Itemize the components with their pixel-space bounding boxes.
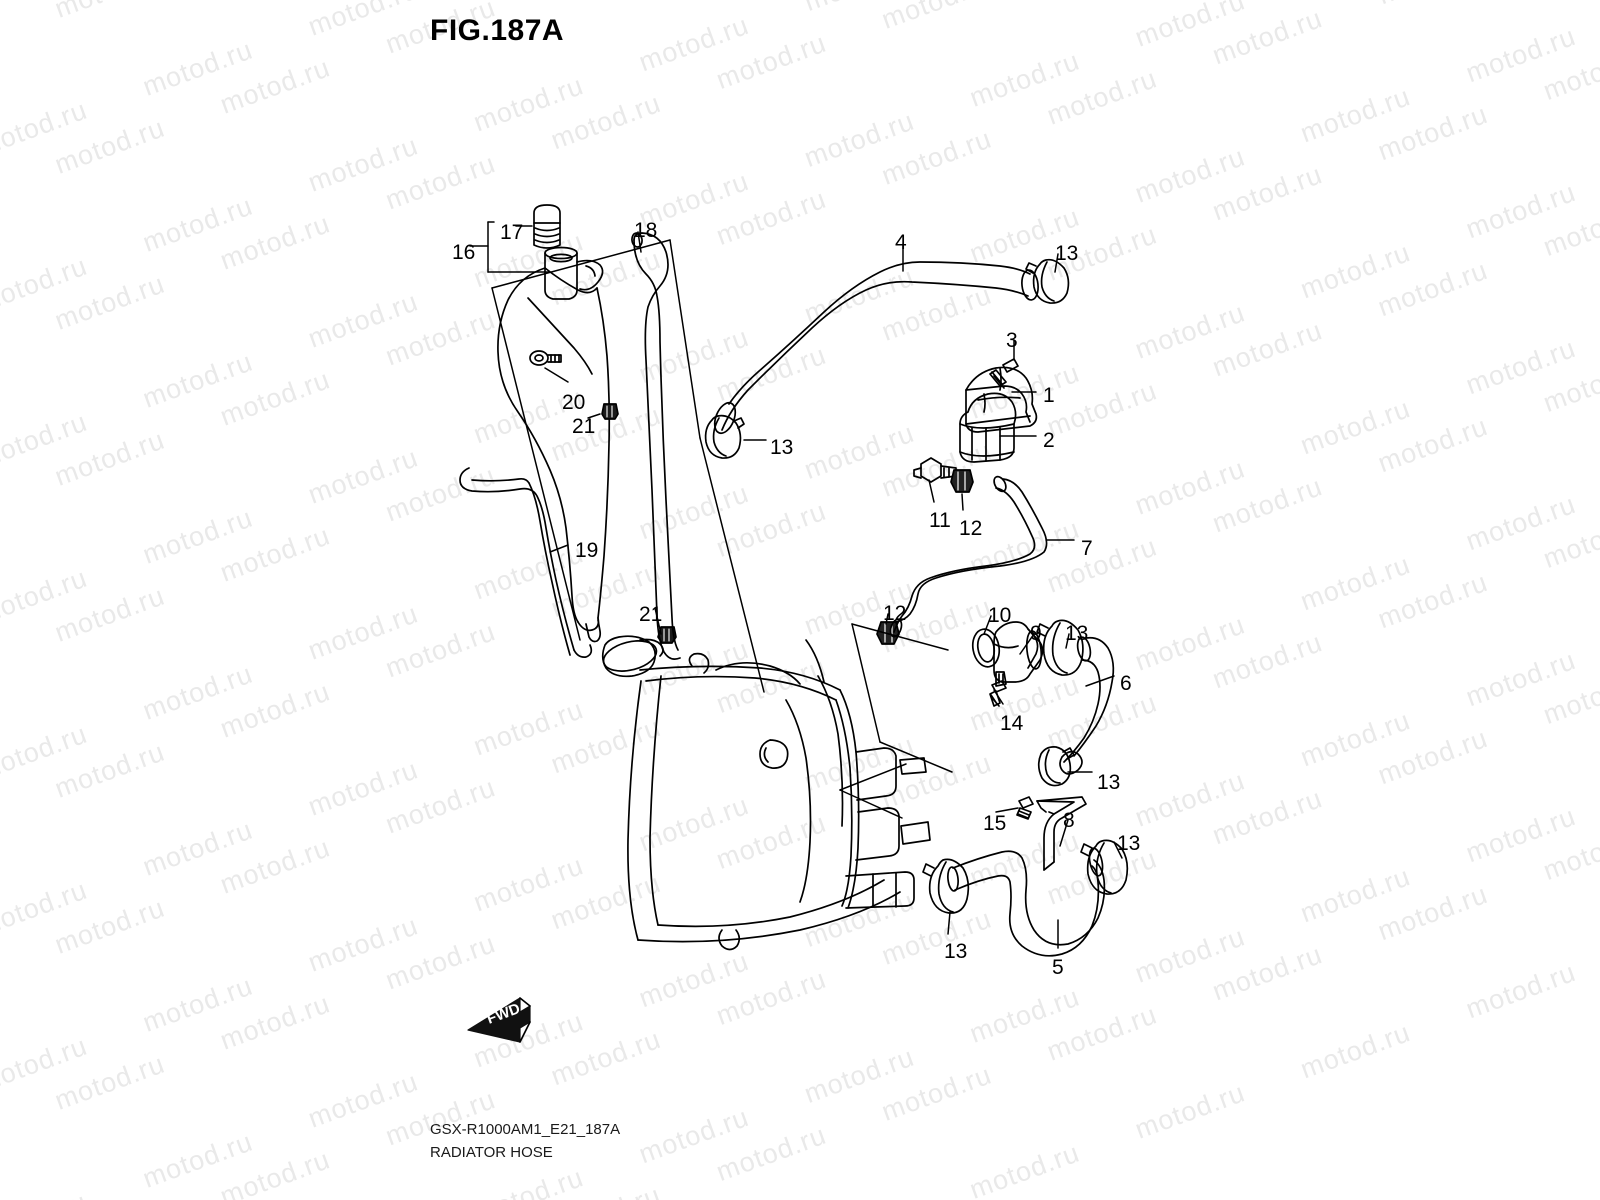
radiator-inlet-hose <box>713 261 1039 435</box>
callout-hose-clamp-small: 21 <box>639 603 663 626</box>
callout-hose-clamp-small: 21 <box>572 415 596 438</box>
callout-hose-clamp: 13 <box>1055 242 1079 265</box>
callout-thermostat-bolt: 3 <box>1006 329 1018 352</box>
leader-lines <box>469 221 1123 949</box>
thermostat-bolt <box>989 358 1019 389</box>
figure-title: FIG.187A <box>430 14 565 47</box>
reservoir-hose <box>631 232 681 660</box>
callout-water-pipe-joint: 9 <box>1030 622 1042 645</box>
callout-hose-clamp: 13 <box>944 940 968 963</box>
callout-hose-bracket: 8 <box>1063 809 1075 832</box>
hose-clamp-small-lower <box>657 626 677 644</box>
callout-hose-clamp: 13 <box>1065 622 1089 645</box>
part-code: GSX-R1000AM1_E21_187A <box>430 1121 621 1138</box>
bracket-bolt <box>1016 796 1034 820</box>
callout-union-fitting: 11 <box>929 509 951 532</box>
bypass-hose <box>889 475 1048 638</box>
callout-bracket-bolt: 15 <box>983 812 1007 835</box>
assembly-name: RADIATOR HOSE <box>430 1144 553 1162</box>
thermostat-cover <box>965 366 1038 433</box>
radiator-outlet-hose <box>947 847 1106 957</box>
thermostat <box>959 392 1017 463</box>
figure-caption: GSX-R1000AM1_E21_187A RADIATOR HOSE <box>430 1118 620 1165</box>
callout-hose-clip-small: 12 <box>883 602 907 625</box>
hose-clamp-13a <box>1025 258 1070 304</box>
callout-hose-clamp: 13 <box>1117 832 1141 855</box>
callout-reservoir-cap: 17 <box>500 221 524 244</box>
callout-radiator-inlet-hose: 4 <box>895 231 907 254</box>
union-fitting <box>913 457 957 483</box>
callout-hose-clip-small: 12 <box>959 517 983 540</box>
callout-hose-clamp: 13 <box>770 436 794 459</box>
reservoir-bolt <box>529 350 562 366</box>
callout-joint-bolt: 14 <box>1000 712 1024 735</box>
water-pump-hose <box>1059 636 1115 775</box>
callout-reservoir-hose: 18 <box>634 219 658 242</box>
radiator <box>601 635 931 951</box>
hose-clamp-13c <box>1036 619 1084 676</box>
hose-bracket <box>1036 796 1087 871</box>
callout-bypass-hose: 7 <box>1081 537 1093 560</box>
callout-hose-clamp: 13 <box>1097 771 1121 794</box>
overflow-hose <box>459 467 593 658</box>
hose-clamp-13d <box>1037 746 1075 787</box>
callout-water-pump-hose: 6 <box>1120 672 1132 695</box>
callout-reservoir-tank-assembly: 16 <box>452 241 476 264</box>
callout-radiator-outlet-hose: 5 <box>1052 956 1064 979</box>
callout-thermostat: 2 <box>1043 429 1055 452</box>
hose-clamp-13f <box>922 858 970 914</box>
reservoir-tank <box>497 246 611 643</box>
fwd-arrow <box>467 997 531 1043</box>
hose-clip-upper <box>950 469 974 493</box>
callout-thermostat-cover: 1 <box>1043 384 1055 407</box>
hose-clamp-small-upper <box>601 403 619 420</box>
o-ring <box>971 628 1001 668</box>
callout-o-ring: 10 <box>988 604 1012 627</box>
callout-overflow-hose: 19 <box>575 539 599 562</box>
callout-reservoir-bolt: 20 <box>562 391 586 414</box>
hose-clamp-13b <box>704 414 745 459</box>
reservoir-cap <box>533 204 561 249</box>
